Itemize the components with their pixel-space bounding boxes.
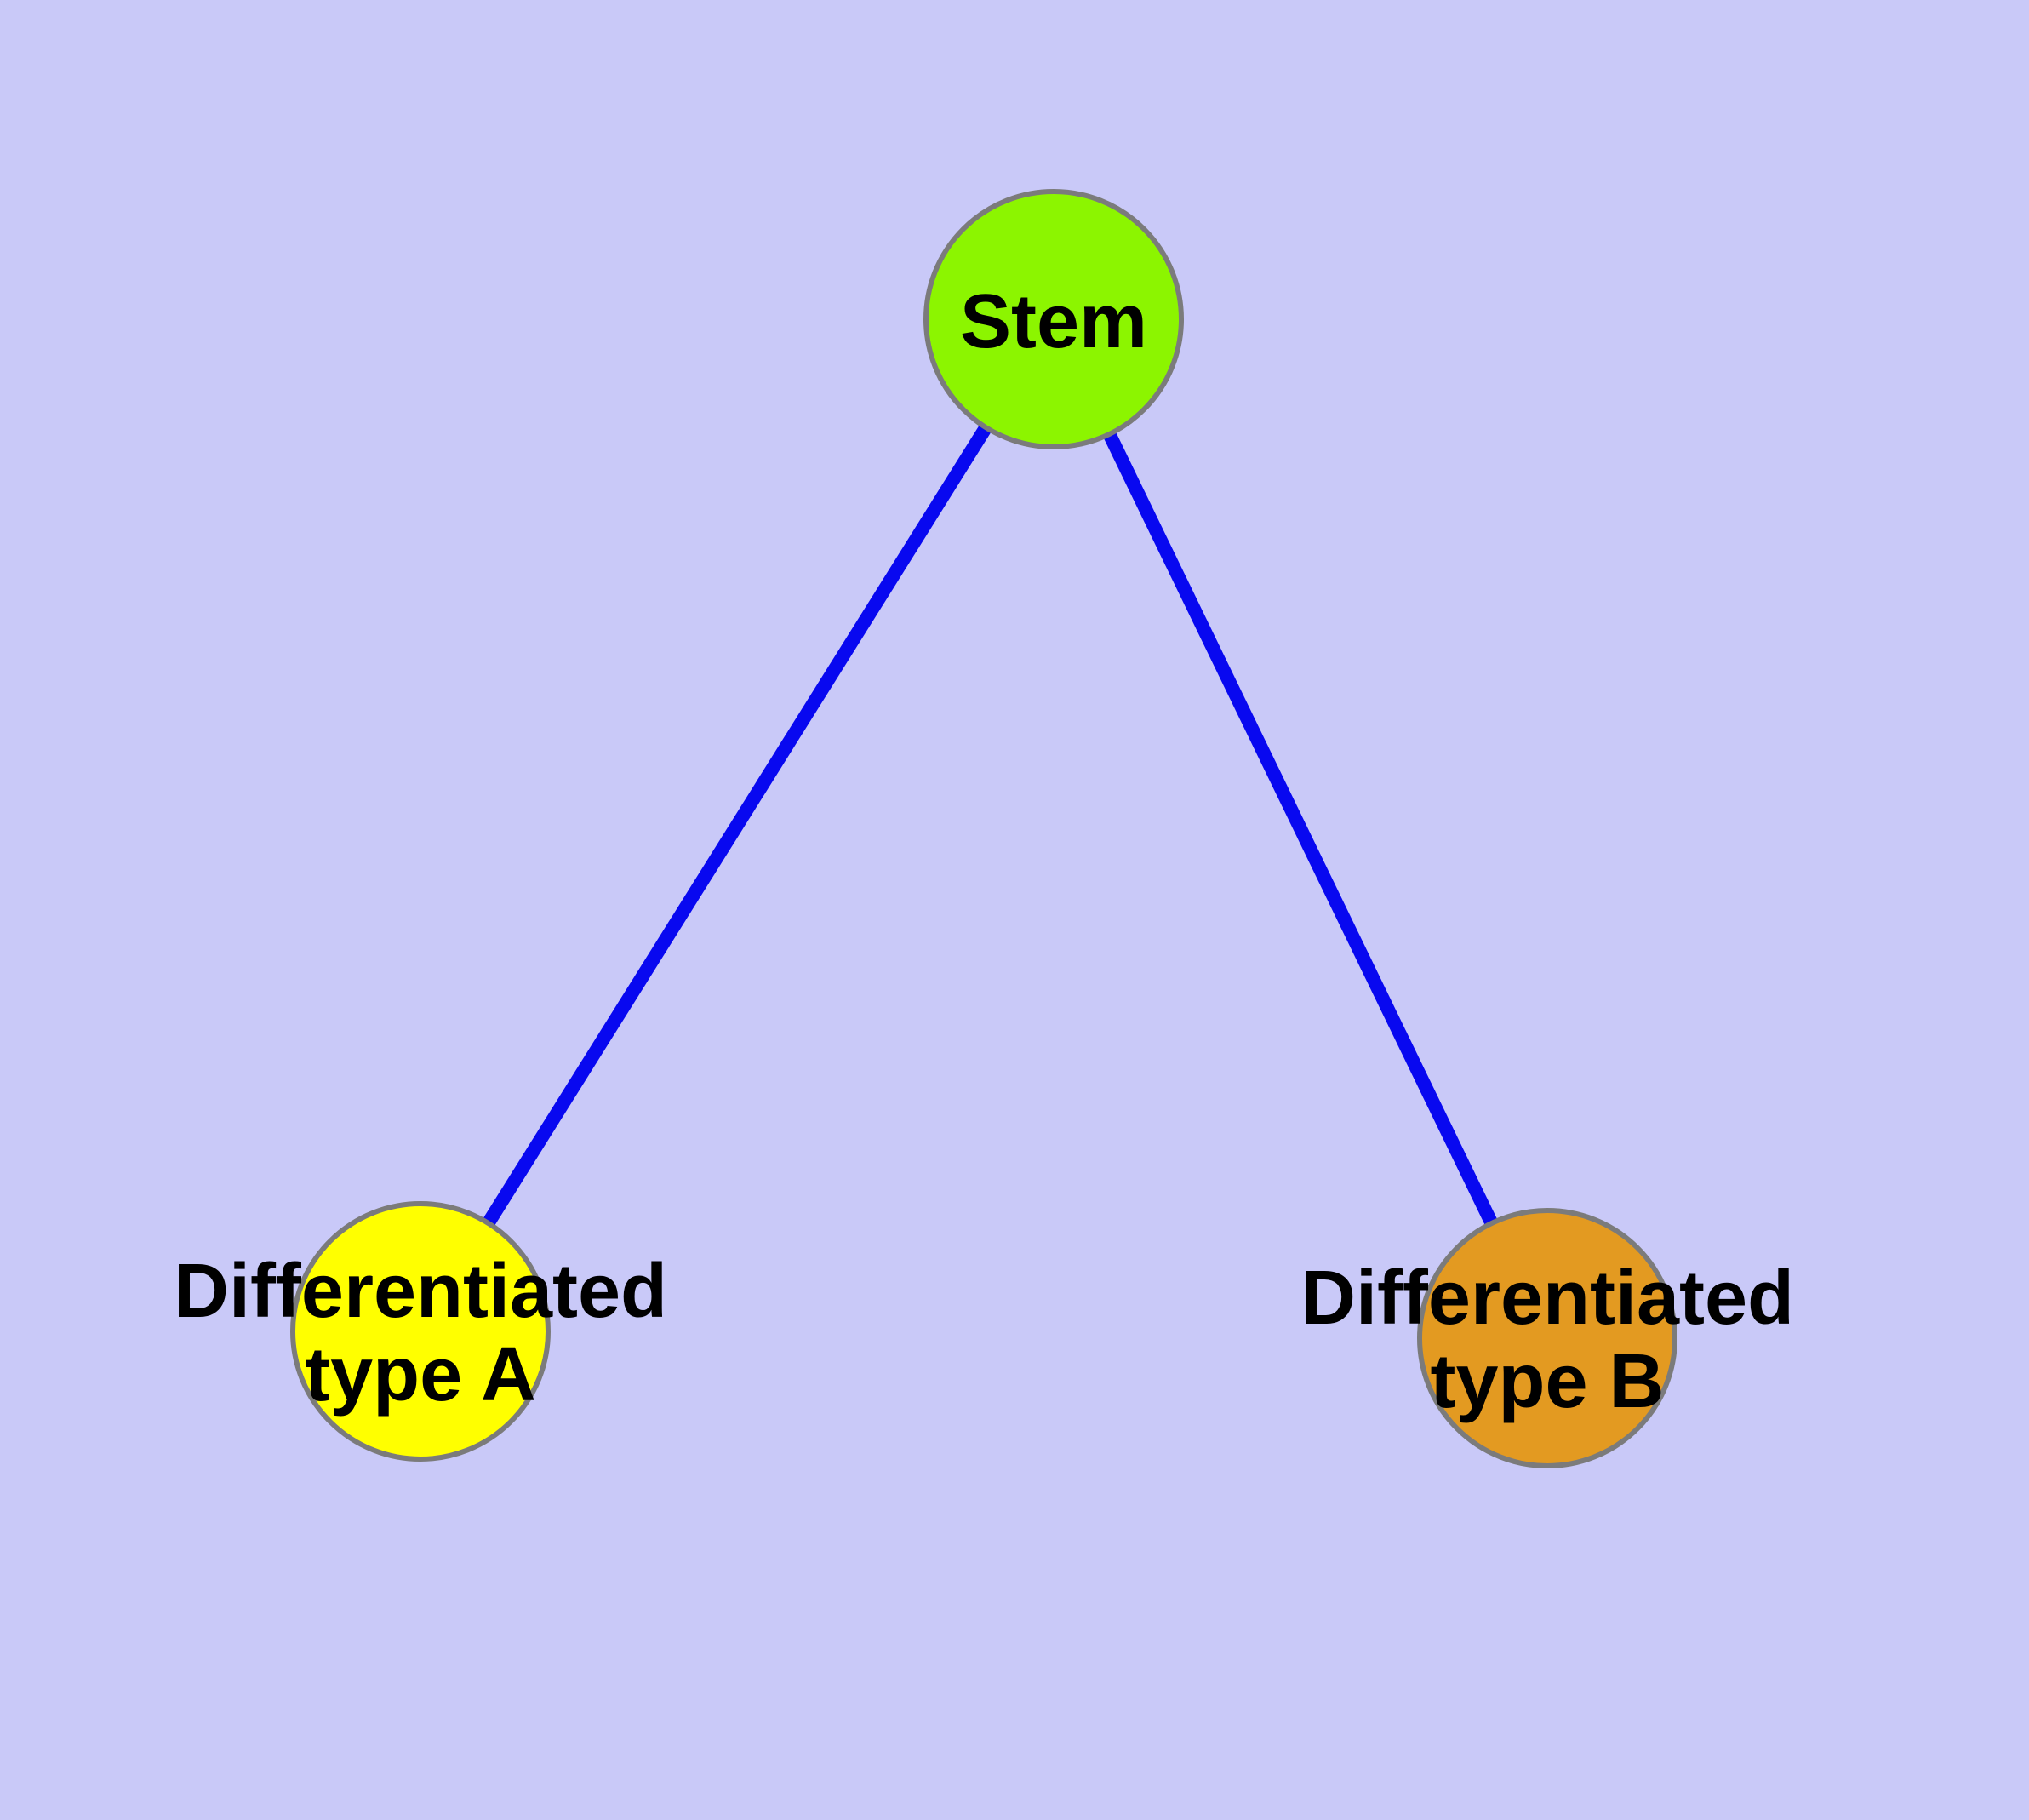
differentiated-type-b-node — [1417, 1208, 1677, 1468]
edge-stem-to-type-b — [1047, 316, 1554, 1342]
differentiated-type-a-label-line2: type A — [305, 1332, 536, 1417]
differentiated-type-b-label-line2: type B — [1430, 1339, 1664, 1424]
edge-stem-to-type-a — [414, 315, 1060, 1336]
differentiated-type-a-node — [290, 1201, 551, 1462]
differentiated-type-b-label-line1: Differentiated — [1300, 1256, 1794, 1341]
stem-node — [923, 189, 1184, 449]
differentiated-type-a-label-line1: Differentiated — [174, 1249, 667, 1334]
stem-label: Stem — [960, 279, 1147, 364]
